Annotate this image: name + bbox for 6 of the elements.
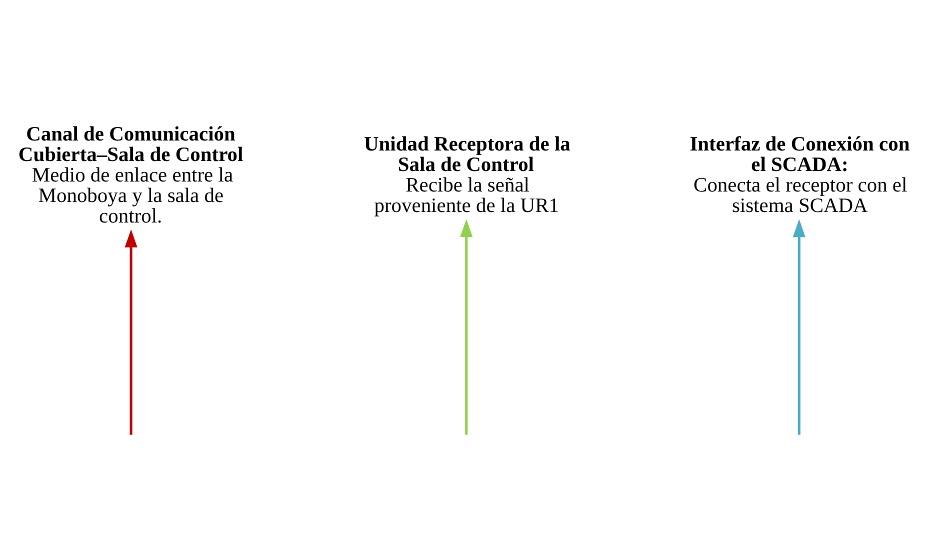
node-text: Unidad Receptora de la Sala de Control Recibe la señal proveniente de la UR1 xyxy=(364,134,570,218)
arrow xyxy=(792,219,806,435)
node-text: Interfaz de Conexión con el SCADA: Conecta el receptor con el sistema SCADA xyxy=(690,134,910,218)
arrow xyxy=(460,219,473,435)
arrow xyxy=(124,229,138,435)
node-text: Canal de Comunicación Cubierta–Sala de Control Medio de enlace entre la Monoboya y la sala de control. xyxy=(18,123,244,228)
